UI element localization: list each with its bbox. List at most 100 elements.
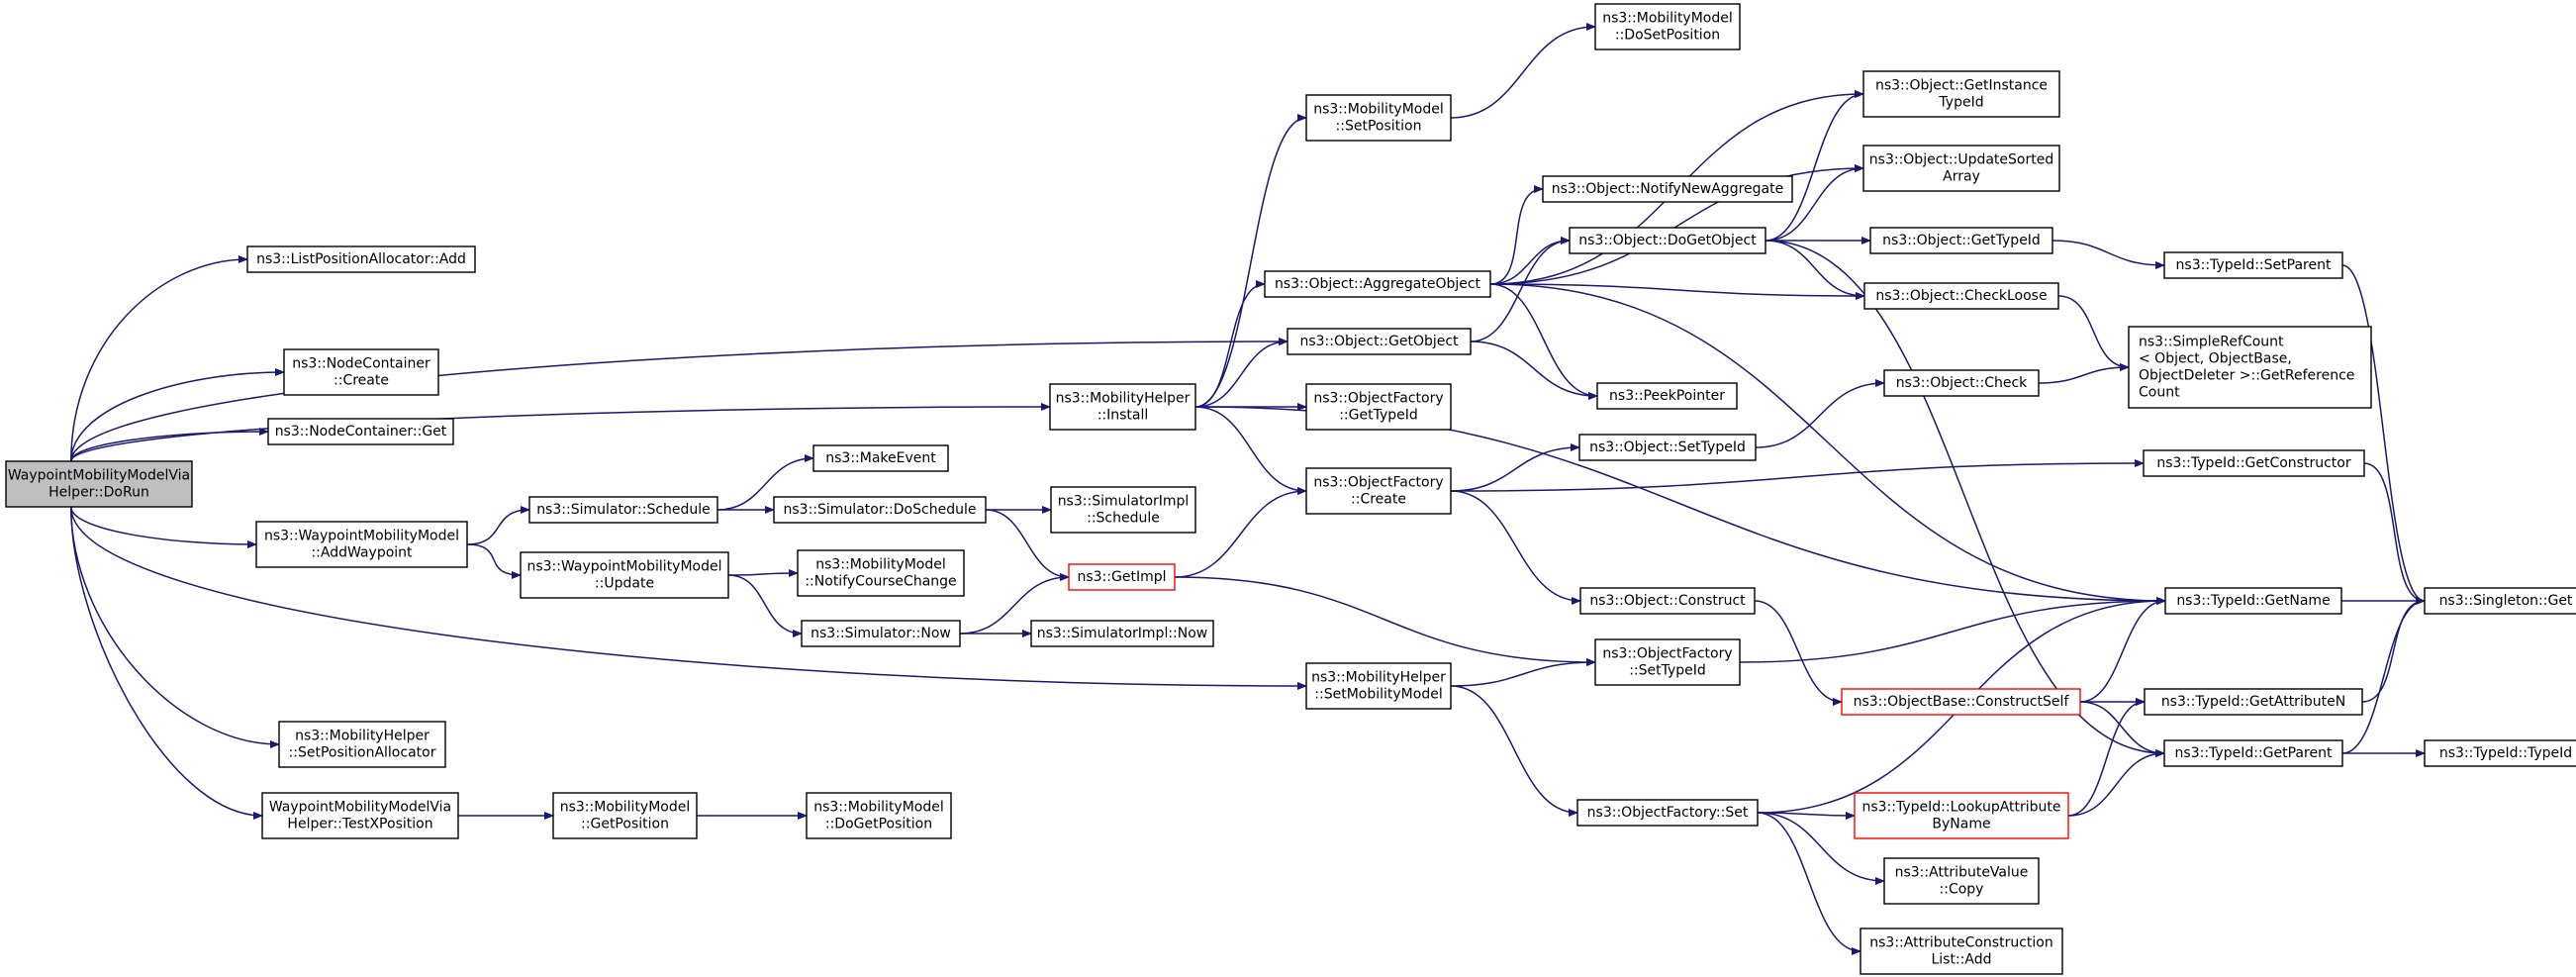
node-label: ns3::TypeId::GetName (2176, 593, 2330, 609)
node-simplerefcount[interactable]: ns3::SimpleRefCount< Object, ObjectBase,… (2128, 326, 2372, 409)
node-mm-dogetpos[interactable]: ns3::MobilityModel::DoGetPosition (806, 792, 952, 839)
node-label: WaypointMobilityModelVia (269, 800, 451, 816)
node-label: ns3::NodeContainer (292, 356, 430, 372)
node-label: ns3::NodeContainer::Get (275, 424, 447, 440)
edge-of-create-to-obj-settypeid (1450, 443, 1580, 492)
node-simimpl-now[interactable]: ns3::SimulatorImpl::Now (1030, 620, 1214, 647)
node-getimpl[interactable]: ns3::GetImpl (1068, 563, 1176, 591)
node-mh-setmobmodel[interactable]: ns3::MobilityHelper::SetMobilityModel (1305, 662, 1452, 710)
node-box (773, 496, 987, 524)
node-av-copy[interactable]: ns3::AttributeValue::Copy (1883, 857, 2040, 905)
node-tid-setparent[interactable]: ns3::TypeId::SetParent (2163, 251, 2343, 279)
node-mm-notify[interactable]: ns3::MobilityModel::NotifyCourseChange (797, 549, 965, 597)
node-mm-setpos[interactable]: ns3::MobilityModel::SetPosition (1305, 94, 1452, 142)
edge-tid-getparent-to-singleton-get (2341, 597, 2426, 754)
edge-wmm-update-to-mm-notify (727, 569, 799, 578)
node-nc-get[interactable]: ns3::NodeContainer::Get (267, 418, 454, 445)
node-tid-getattrn[interactable]: ns3::TypeId::GetAttributeN (2144, 688, 2363, 716)
node-sim-now[interactable]: ns3::Simulator::Now (801, 620, 961, 647)
node-box (278, 721, 446, 768)
node-label: ns3::TypeId::GetConstructor (2156, 455, 2350, 471)
node-wmm-addwp[interactable]: ns3::WaypointMobilityModel::AddWaypoint (255, 521, 468, 568)
node-label: ns3::WaypointMobilityModel (526, 559, 721, 575)
node-label: ObjectDeleter >::GetReference (2139, 368, 2354, 384)
node-label: ns3::MobilityModel (1313, 102, 1444, 118)
edge-mh-setmobmodel-to-of-settypeid (1450, 658, 1596, 687)
node-label: ::DoGetPosition (825, 817, 932, 832)
node-label: ns3::TypeId::GetAttributeN (2161, 694, 2345, 710)
node-obj-aggregate[interactable]: ns3::Object::AggregateObject (1264, 270, 1491, 298)
node-obj-gettypeid[interactable]: ns3::Object::GetTypeId (1869, 227, 2053, 254)
node-obj-getobject[interactable]: ns3::Object::GetObject (1287, 328, 1472, 355)
node-box (1305, 467, 1452, 515)
node-label: ns3::ObjectFactory (1313, 391, 1443, 407)
node-singleton-get[interactable]: ns3::Singleton::Get (2424, 587, 2576, 615)
node-mh-setposalloc[interactable]: ns3::MobilityHelper::SetPositionAllocato… (278, 721, 446, 768)
node-of-gettypeid[interactable]: ns3::ObjectFactory::GetTypeId (1305, 383, 1452, 431)
node-label: ::Copy (1940, 882, 1984, 898)
node-label: Helper::DoRun (48, 485, 149, 501)
node-nc-create[interactable]: ns3::NodeContainer::Create (283, 348, 439, 396)
node-label: ::SetTypeId (1629, 663, 1706, 679)
node-testx[interactable]: WaypointMobilityModelViaHelper::TestXPos… (261, 792, 459, 839)
node-tid-getconstructor[interactable]: ns3::TypeId::GetConstructor (2143, 449, 2365, 477)
node-box (2143, 449, 2365, 477)
edge-getimpl-to-of-create (1174, 487, 1307, 578)
edge-getimpl-to-of-settypeid (1174, 576, 1596, 666)
node-of-settypeid[interactable]: ns3::ObjectFactory::SetTypeId (1594, 638, 1741, 686)
node-sim-schedule[interactable]: ns3::Simulator::Schedule (528, 496, 718, 524)
node-box (1579, 587, 1756, 615)
edge-obj-getobject-to-peekpointer (1470, 341, 1598, 400)
edge-of-set-to-tid-lookup (1757, 811, 1856, 820)
node-makeevent[interactable]: ns3::MakeEvent (812, 444, 949, 472)
node-layer: WaypointMobilityModelViaHelper::DoRunns3… (5, 3, 2576, 975)
node-obj-construct[interactable]: ns3::Object::Construct (1579, 587, 1756, 615)
node-label: ::GetPosition (581, 817, 669, 832)
node-mm-getpos[interactable]: ns3::MobilityModel::GetPosition (552, 792, 698, 839)
node-label: ns3::TypeId::LookupAttribute (1861, 800, 2060, 816)
node-mh-install[interactable]: ns3::MobilityHelper::Install (1049, 383, 1196, 431)
node-of-set[interactable]: ns3::ObjectFactory::Set (1576, 799, 1759, 827)
node-peekpointer[interactable]: ns3::PeekPointer (1596, 382, 1738, 410)
node-obj-notifynew[interactable]: ns3::Object::NotifyNewAggregate (1542, 175, 1793, 203)
edge-root-to-mh-setmobmodel (70, 506, 1307, 690)
node-label: ns3::Object::CheckLoose (1875, 288, 2047, 304)
node-box (1594, 638, 1741, 686)
node-label: ns3::Simulator::Now (811, 626, 951, 641)
node-label: ns3::Object::AggregateObject (1275, 276, 1481, 292)
node-box (1542, 175, 1793, 203)
edge-root-to-obj-getobject (70, 338, 1288, 462)
edge-of-set-to-acl-add (1757, 812, 1861, 955)
node-tid-getparent[interactable]: ns3::TypeId::GetParent (2163, 739, 2343, 767)
edge-root-to-testx (70, 506, 263, 820)
node-label: ns3::Object::Construct (1589, 593, 1746, 609)
node-obj-check[interactable]: ns3::Object::Check (1883, 369, 2040, 397)
node-simimpl-schedule[interactable]: ns3::SimulatorImpl::Schedule (1050, 486, 1196, 534)
node-obj-settypeid[interactable]: ns3::Object::SetTypeId (1578, 434, 1757, 461)
node-label: ns3::Object::UpdateSorted (1869, 152, 2053, 168)
node-tid-getname[interactable]: ns3::TypeId::GetName (2164, 587, 2342, 615)
edge-obj-aggregate-to-obj-updatesorted (1489, 164, 1864, 285)
node-label: ns3::ListPositionAllocator::Add (256, 251, 466, 267)
node-tid-typeid[interactable]: ns3::TypeId::TypeId (2424, 739, 2576, 767)
edge-mh-install-to-obj-getobject (1194, 338, 1288, 408)
node-box (2164, 587, 2342, 615)
node-obj-dogetobject[interactable]: ns3::Object::DoGetObject (1569, 227, 1766, 254)
node-lpa-add[interactable]: ns3::ListPositionAllocator::Add (246, 245, 476, 273)
node-wmm-update[interactable]: ns3::WaypointMobilityModel::Update (520, 551, 729, 599)
node-obj-checkloose[interactable]: ns3::Object::CheckLoose (1863, 282, 2059, 310)
edge-obj-settypeid-to-obj-check (1755, 379, 1885, 448)
node-mm-dosetpos[interactable]: ns3::MobilityModel::DoSetPosition (1594, 3, 1741, 50)
edge-root-to-nc-create (70, 368, 285, 462)
node-of-create[interactable]: ns3::ObjectFactory::Create (1305, 467, 1452, 515)
edge-obj-dogetobject-to-obj-checkloose (1765, 240, 1865, 300)
node-objbase-constructself[interactable]: ns3::ObjectBase::ConstructSelf (1841, 688, 2081, 716)
node-box (801, 620, 961, 647)
node-label: ns3::SimpleRefCount (2139, 335, 2284, 350)
node-sim-doschedule[interactable]: ns3::Simulator::DoSchedule (773, 496, 987, 524)
